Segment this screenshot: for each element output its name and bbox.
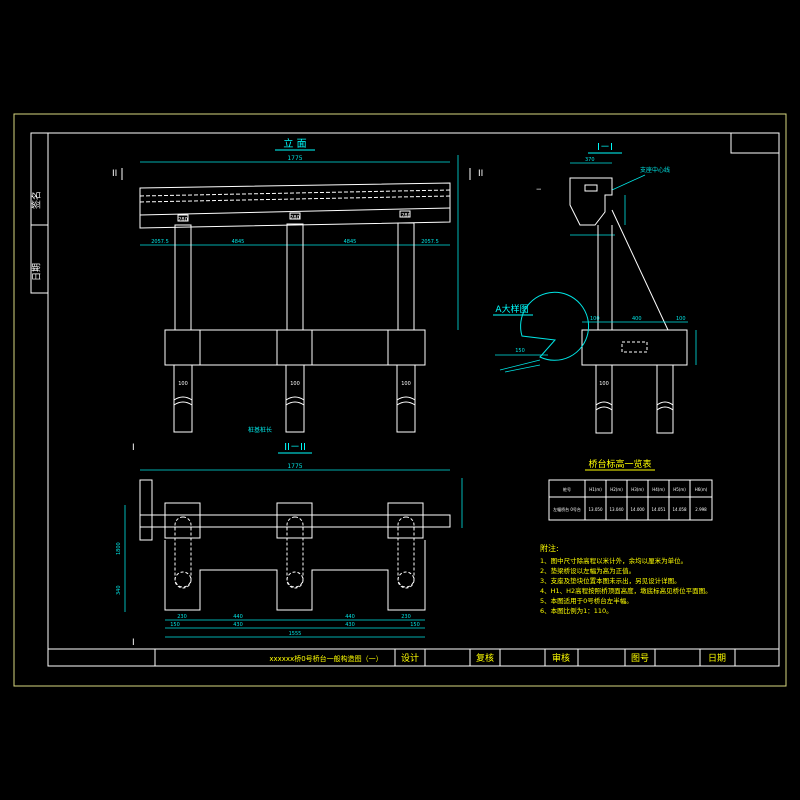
- note-item: 5、本图适用于0号桥台左半幅。: [540, 596, 633, 605]
- table-header-cell: H2(m): [610, 487, 623, 492]
- notes: 附注: 1、图中尺寸除高程以米计外，余均以厘米为单位。2、垫梁桥设以左幅为高为正…: [540, 543, 712, 615]
- elevation-mark-left: II: [112, 169, 117, 179]
- col-label-1: 280: [178, 217, 188, 223]
- note-item: 6、本图比例为1：110。: [540, 606, 613, 615]
- elevation-view: 立 面 II II 1775 2057.5 4845 4845 2057.5: [112, 137, 483, 434]
- col-label-2: 280: [290, 215, 300, 221]
- notes-heading: 附注:: [540, 543, 559, 553]
- elevation-pile-mid: [285, 364, 305, 433]
- section-1-1-title: I－I: [597, 142, 613, 153]
- section-1-1-label: 支座中心线: [640, 166, 670, 174]
- section-2-2: II－II I I 1775 1800 340 230 440 440 230: [116, 442, 463, 648]
- detail-a-circle: [520, 291, 590, 361]
- section-2-2-left-dim1: 1800: [116, 542, 122, 555]
- table-cell: 14.058: [673, 507, 687, 512]
- section-2-2-title: II－II: [284, 442, 306, 453]
- section-2-2-dim-bot-4: 150: [410, 622, 420, 628]
- section-2-2-dim-top-2: 440: [233, 614, 243, 620]
- section-2-2-foundation: [164, 540, 426, 611]
- elevation-column-left: [174, 224, 192, 331]
- elevation-column-right: [397, 222, 415, 331]
- elevation-note: 桩基桩长: [248, 426, 272, 434]
- elevation-column-mid: [286, 223, 304, 331]
- tb-date: 日期: [708, 653, 726, 664]
- section-1-1-foundation: [581, 329, 688, 366]
- tb-drawing-no: 图号: [631, 653, 649, 664]
- note-item: 3、支座及垫块位置本图未示出，另见设计详图。: [540, 576, 681, 585]
- table-cell: 14.051: [652, 507, 666, 512]
- tb-design: 设计: [401, 652, 419, 664]
- section-2-2-mark-top: I: [132, 443, 135, 453]
- note-item: 4、H1、H2高程按照桥顶面高度，墩底标高见桥位平面图。: [540, 586, 712, 595]
- elevation-foundation: [164, 329, 426, 366]
- section-1-1-cap: [569, 177, 613, 226]
- table-title: 桥台标高一览表: [588, 458, 651, 470]
- section-1-1-dim-w2: 400: [632, 316, 642, 322]
- section-2-2-mark-bottom: I: [132, 638, 135, 648]
- elevation-dim-left: 2057.5: [151, 239, 169, 245]
- section-2-2-dim-top-4: 230: [401, 614, 411, 620]
- side-label-sign: 签名: [31, 191, 43, 209]
- section-1-1-pile-left: [595, 364, 613, 434]
- elevation-mark-right: II: [478, 169, 483, 179]
- table-header-cell: 桩号: [563, 486, 571, 492]
- drawing-title: xxxxxx桥0号桥台一般构造图（一）: [269, 654, 382, 663]
- section-1-1-left-mark: I: [536, 188, 543, 190]
- note-item: 1、图中尺寸除高程以米计外，余均以厘米为单位。: [540, 556, 687, 565]
- col-label-3: 280: [401, 213, 411, 219]
- note-item: 2、垫梁桥设以左幅为高为正值。: [540, 566, 635, 575]
- section-1-1-dim-w1: 100: [590, 316, 600, 322]
- section-2-2-dim-top-3: 440: [345, 614, 355, 620]
- title-block: xxxxxx桥0号桥台一般构造图（一） 设计 复核 审核 图号 日期: [48, 648, 779, 666]
- section-1-1-pile-dim: 100: [599, 381, 609, 387]
- section-1-1-pile-right: [656, 364, 674, 434]
- elevation-dim-right: 2057.5: [421, 239, 439, 245]
- section-2-2-dim-top-1: 230: [177, 614, 187, 620]
- corner-box: [730, 132, 780, 154]
- elevation-pile-left: [173, 364, 193, 433]
- table-header-cell: H5(m): [673, 487, 686, 492]
- section-2-2-back-wall: [139, 479, 153, 541]
- table-cell: 左幅桥台 0号台: [553, 506, 581, 512]
- section-2-2-dim-bottom-total: 1555: [289, 631, 302, 637]
- section-1-1: I－I 370 支座中心线 I 100 400 100 100: [536, 142, 697, 434]
- elevation-dim-mid2: 4845: [344, 239, 357, 245]
- pile-label-2: 100: [290, 381, 300, 387]
- detail-a-dim: 150: [515, 348, 525, 354]
- section-1-1-dim-top: 370: [585, 157, 595, 163]
- elevation-dim-mid1: 4845: [232, 239, 245, 245]
- section-2-2-dim-bot-2: 430: [233, 622, 243, 628]
- section-2-2-left-dim2: 340: [116, 585, 122, 595]
- pile-label-3: 100: [401, 381, 411, 387]
- detail-a: A大样图 150: [493, 291, 590, 373]
- elevation-title: 立 面: [283, 137, 306, 150]
- table-header-cell: H1(m): [589, 487, 602, 492]
- elevation-dim-total: 1775: [287, 155, 302, 162]
- table-header-cell: H6(m): [695, 487, 708, 492]
- tb-audit: 审核: [552, 652, 570, 664]
- tb-review: 复核: [476, 652, 494, 664]
- table-cell: 14.000: [631, 507, 645, 512]
- inner-frame: [47, 132, 780, 667]
- outer-frame: [13, 113, 787, 687]
- section-2-2-dim-bot-1: 150: [170, 622, 180, 628]
- table-header-cell: H3(m): [631, 487, 644, 492]
- side-strip: [30, 132, 49, 294]
- section-2-2-dim-bot-3: 430: [345, 622, 355, 628]
- table-header-cell: H4(m): [652, 487, 665, 492]
- table-cell: 13.050: [589, 507, 603, 512]
- pile-label-1: 100: [178, 381, 188, 387]
- detail-a-title: A大样图: [495, 303, 528, 315]
- table-cell: 13.040: [610, 507, 624, 512]
- section-1-1-dim-w3: 100: [676, 316, 686, 322]
- section-2-2-dim-total: 1775: [287, 463, 302, 470]
- side-label-date: 日期: [32, 263, 43, 281]
- elevation-pile-right: [396, 364, 416, 433]
- section-2-2-cap: [139, 514, 451, 528]
- table-cell: 2.998: [695, 507, 707, 512]
